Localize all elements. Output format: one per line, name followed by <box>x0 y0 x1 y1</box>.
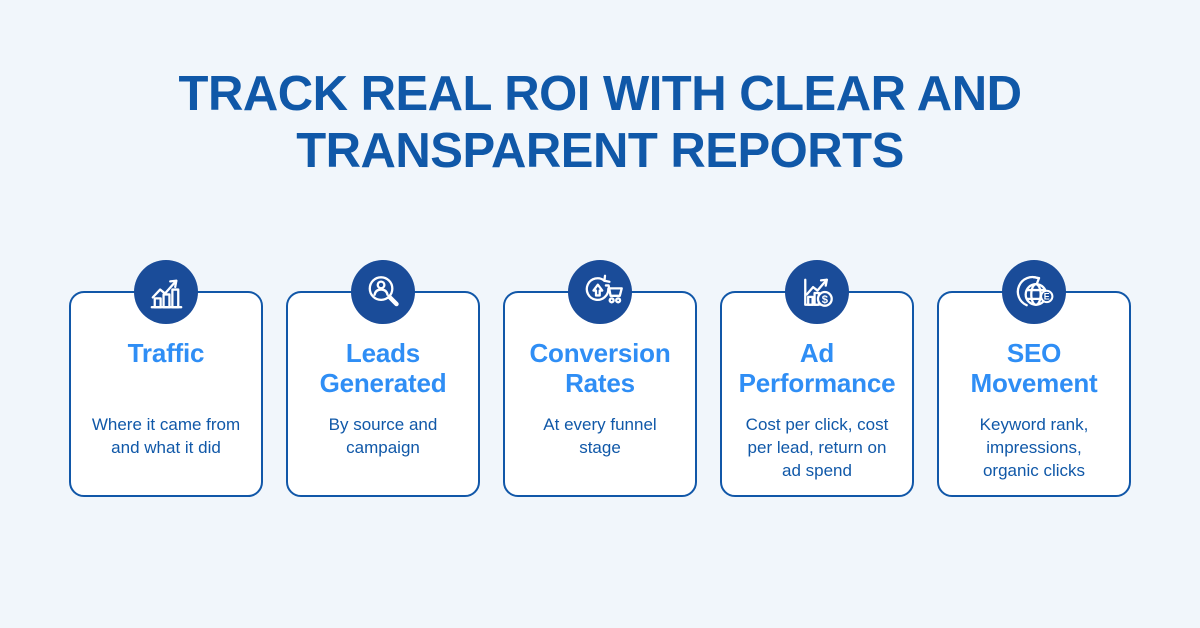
conversion-cart-refresh-icon <box>568 260 632 324</box>
page-title: TRACK REAL ROI WITH CLEAR AND TRANSPAREN… <box>0 66 1200 180</box>
card-seo-movement: E SEO Movement Keyword rank, impressions… <box>937 260 1131 497</box>
card-description: Keyword rank, impressions, organic click… <box>979 415 1089 480</box>
ad-performance-chart-dollar-icon: $ <box>785 260 849 324</box>
svg-text:E: E <box>1043 291 1049 301</box>
card-leads-generated: Leads Generated By source and campaign <box>286 260 480 497</box>
card-description: Cost per click, cost per lead, return on… <box>745 415 889 480</box>
card-description: At every funnel stage <box>543 415 657 457</box>
card-heading: SEO Movement <box>970 338 1098 398</box>
card-ad-performance: $ Ad Performance Cost per click, cost pe… <box>720 260 914 497</box>
seo-globe-arrow-icon: E <box>1002 260 1066 324</box>
card-heading: Traffic <box>127 338 205 368</box>
card-conversion-rates: Conversion Rates At every funnel stage <box>503 260 697 497</box>
leads-search-person-icon <box>351 260 415 324</box>
card-traffic: Traffic Where it came from and what it d… <box>69 260 263 497</box>
traffic-growth-chart-icon <box>134 260 198 324</box>
svg-text:$: $ <box>821 293 828 305</box>
feature-card-row: Traffic Where it came from and what it d… <box>0 260 1200 497</box>
card-description: Where it came from and what it did <box>91 415 241 457</box>
page-title-line-2: TRANSPARENT REPORTS <box>296 124 904 178</box>
card-heading: Leads Generated <box>319 338 447 398</box>
page-title-line-1: TRACK REAL ROI WITH CLEAR AND <box>178 67 1022 121</box>
card-heading: Ad Performance <box>738 338 896 398</box>
card-heading: Conversion Rates <box>529 338 671 398</box>
card-description: By source and campaign <box>328 415 438 457</box>
